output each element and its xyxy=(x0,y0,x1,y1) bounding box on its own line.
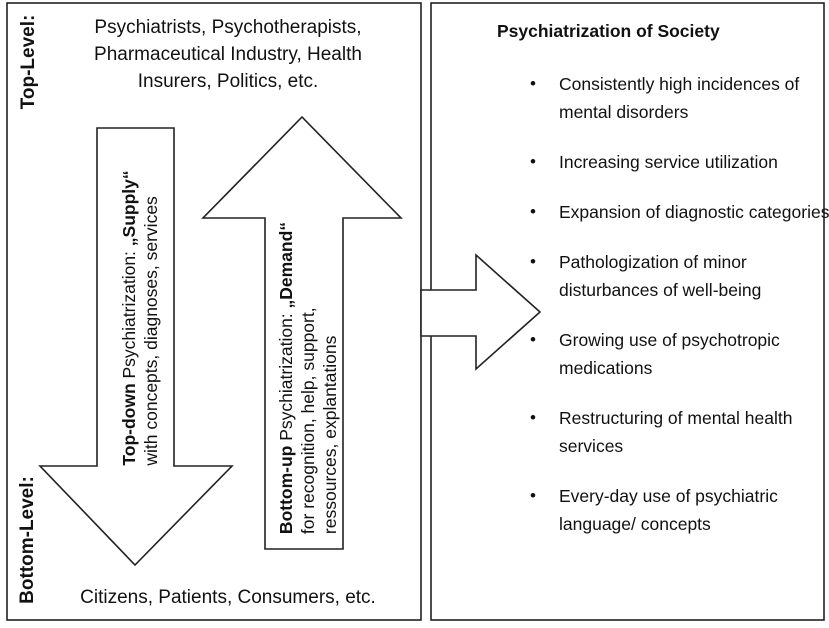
top-level-label: Top-Level: xyxy=(18,15,40,110)
list-item: Pathologization of minor disturbances of… xyxy=(522,248,829,304)
top-level-actors: Psychiatrists, Psychotherapists, Pharmac… xyxy=(94,17,362,92)
top-down-arrow-label: Top-down Psychiatrization: „Supply“ with… xyxy=(118,170,162,465)
bottom-up-bold: Bottom-up xyxy=(276,445,296,535)
left-panel-frame xyxy=(6,2,422,621)
bottom-up-detail-1: for recognition, help, support, xyxy=(298,307,318,535)
bottom-up-detail-2: ressources, explantations xyxy=(320,335,340,535)
top-down-title: Psychiatrization: xyxy=(119,246,139,384)
result-arrow xyxy=(420,253,542,371)
panel-title: Psychiatrization of Society xyxy=(497,21,720,41)
top-down-bold: Top-down xyxy=(119,383,139,466)
bottom-up-arrow-label: Bottom-up Psychiatrization: „Demand“ for… xyxy=(275,222,341,534)
top-down-heading: Top-down Psychiatrization: „Supply“ xyxy=(118,170,140,465)
list-item: Every-day use of psychiatric language/ c… xyxy=(522,482,829,538)
top-level-text: Top-Level: xyxy=(18,14,39,110)
top-down-detail: with concepts, diagnoses, services xyxy=(141,196,161,466)
top-down-arrow xyxy=(38,127,234,567)
bottom-up-heading: Bottom-up Psychiatrization: „Demand“ xyxy=(275,222,297,534)
list-item: Growing use of psychotropic medications xyxy=(522,326,829,382)
list-item: Expansion of diagnostic categories xyxy=(522,198,829,226)
list-item: Increasing service utilization xyxy=(522,148,829,176)
bottom-up-key: „Demand“ xyxy=(276,221,296,309)
list-item: Consistently high incidences of mental d… xyxy=(522,70,829,126)
bottom-level-label: Bottom-Level: xyxy=(17,476,39,604)
bottom-up-arrow xyxy=(201,115,403,550)
bottom-level-text: Bottom-Level: xyxy=(17,476,38,604)
effects-list: Consistently high incidences of mental d… xyxy=(522,70,829,560)
bottom-up-title: Psychiatrization: xyxy=(276,308,296,446)
top-down-key: „Supply“ xyxy=(119,170,139,247)
list-item: Restructuring of mental health services xyxy=(522,404,829,460)
bottom-level-actors: Citizens, Patients, Consumers, etc. xyxy=(80,587,376,608)
